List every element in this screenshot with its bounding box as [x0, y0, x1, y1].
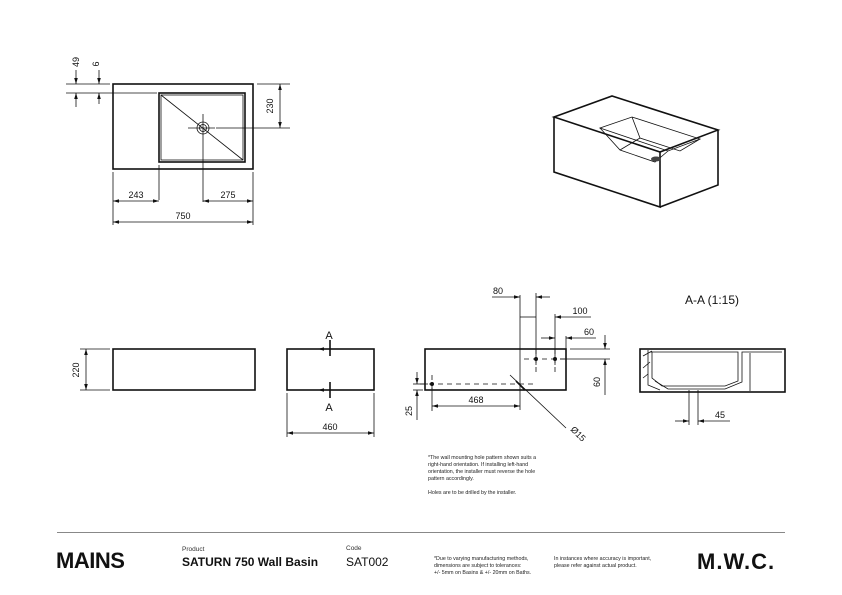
dim-80: 80 [493, 286, 503, 296]
note-line: right-hand orientation. If installing le… [428, 462, 529, 468]
dim-243: 243 [128, 190, 143, 200]
note-line: *Due to varying manufacturing methods, [434, 556, 529, 562]
dim-100: 100 [572, 306, 587, 316]
mounting-hole [430, 382, 434, 386]
side-view: A A 460 [286, 330, 375, 437]
bowl-outline [158, 92, 246, 163]
rear-view: 80 100 60 60 25 468 Ø15 [404, 286, 610, 443]
dim-25: 25 [404, 406, 414, 416]
mwc-logo: M.W.C. [697, 549, 776, 574]
dim-230: 230 [265, 98, 275, 113]
section-marker-bottom: A [325, 402, 333, 414]
dim-60-horizontal: 60 [584, 327, 594, 337]
basin-outline [112, 83, 254, 170]
note-line: pattern accordingly. [428, 476, 474, 482]
plan-view: 49 6 230 243 275 750 [66, 57, 290, 225]
drain-icon [651, 156, 661, 162]
installation-note: *The wall mounting hole pattern shown su… [428, 455, 536, 497]
mounting-hole [553, 357, 557, 361]
section-title: A-A (1:15) [685, 293, 739, 307]
section-a-a: A-A (1:15) 45 [639, 293, 786, 425]
dim-60-vertical: 60 [592, 377, 602, 387]
note-line: *The wall mounting hole pattern shown su… [428, 455, 537, 461]
note-line: Holes are to be drilled by the installer… [428, 490, 517, 496]
note-line: +/- 5mm on Basins & +/- 20mm on Baths. [434, 570, 532, 576]
tolerance-note: *Due to varying manufacturing methods, d… [434, 556, 531, 577]
isometric-view [551, 95, 721, 209]
mains-logo: MAINS [56, 548, 125, 573]
section-marker-top: A [325, 330, 333, 342]
note-line: orientation, the installer must reverse … [428, 469, 536, 475]
dim-diameter-15: Ø15 [569, 424, 588, 443]
product-label: Product [182, 546, 205, 553]
dim-275: 275 [220, 190, 235, 200]
dim-460: 460 [322, 422, 337, 432]
dim-45: 45 [715, 410, 725, 420]
note-line: dimensions are subject to tolerances: [434, 563, 522, 569]
dim-750: 750 [175, 211, 190, 221]
accuracy-note: In instances where accuracy is important… [554, 556, 651, 570]
code-label: Code [346, 545, 362, 552]
note-line: please refer against actual product. [554, 563, 637, 569]
product-code: SAT002 [346, 555, 389, 569]
note-line: In instances where accuracy is important… [554, 556, 652, 562]
dim-220: 220 [71, 362, 81, 377]
product-name: SATURN 750 Wall Basin [182, 555, 319, 569]
dim-49: 49 [71, 57, 81, 67]
front-view: 220 [71, 348, 256, 391]
dim-468: 468 [468, 395, 483, 405]
mounting-hole [534, 357, 538, 361]
footer-divider [57, 532, 785, 533]
dim-6: 6 [91, 61, 101, 66]
